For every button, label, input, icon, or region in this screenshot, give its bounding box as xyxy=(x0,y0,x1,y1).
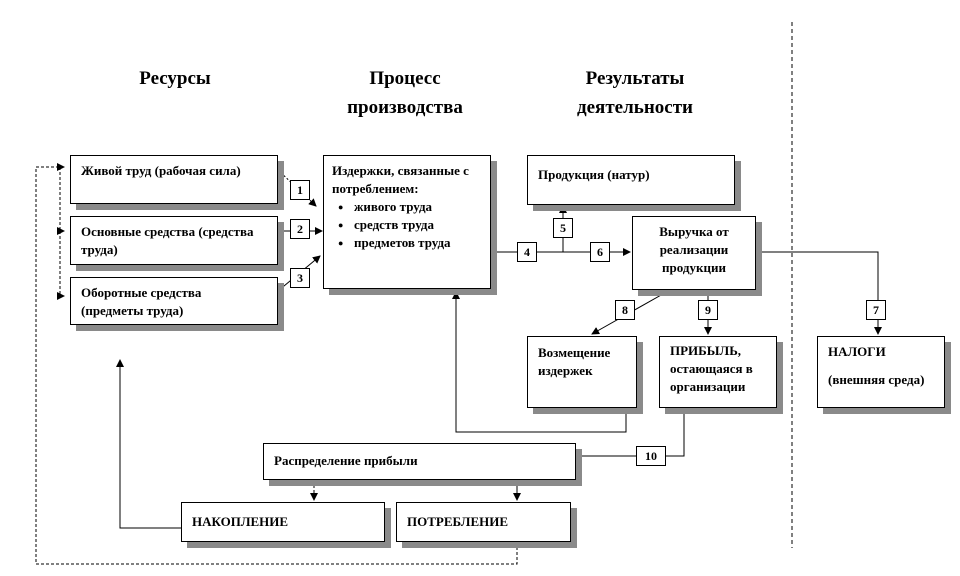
profit-label: ПРИБЫЛЬ, остающаяся в организации xyxy=(670,343,753,394)
box-labor: Живой труд (рабочая сила) xyxy=(70,155,278,204)
process-items: живого труда средств труда предметов тру… xyxy=(332,198,482,252)
box-profit: ПРИБЫЛЬ, остающаяся в организации xyxy=(659,336,777,408)
box-process-costs: Издержки, связанные с потреблением: живо… xyxy=(323,155,491,289)
arrow-1 xyxy=(277,169,317,207)
header-resources: Ресурсы xyxy=(139,68,211,89)
box-working-capital: Оборотные средства (предметы труда) xyxy=(70,277,278,325)
accumulation-label: НАКОПЛЕНИЕ xyxy=(192,514,289,529)
loop-cost-recovery xyxy=(452,291,627,433)
header-process: Процесс производства xyxy=(347,68,463,118)
distribution-label: Распределение прибыли xyxy=(274,453,418,468)
arrow-10 xyxy=(576,408,685,457)
badge-4: 4 xyxy=(517,242,537,262)
process-title: Издержки, связанные с потреблением: xyxy=(332,163,469,196)
header-results: Результаты деятельности xyxy=(577,68,693,118)
box-accumulation: НАКОПЛЕНИЕ xyxy=(181,502,385,542)
box-fixed-assets: Основные средства (средства труда) xyxy=(70,216,278,265)
taxes-label: НАЛОГИ xyxy=(828,344,886,359)
labor-label: Живой труд (рабочая сила) xyxy=(81,163,241,178)
box-revenue: Выручка от реализации продукции xyxy=(632,216,756,290)
branch-fixed-assets xyxy=(57,167,65,235)
box-profit-distribution: Распределение прибыли xyxy=(263,443,576,480)
badge-1: 1 xyxy=(290,180,310,200)
arrow-7 xyxy=(755,251,882,335)
revenue-label: Выручка от реализации продукции xyxy=(659,224,729,275)
process-item: предметов труда xyxy=(332,234,482,252)
consumption-label: ПОТРЕБЛЕНИЕ xyxy=(407,514,509,529)
taxes-note: (внешняя среда) xyxy=(828,372,925,387)
badge-8: 8 xyxy=(615,300,635,320)
box-taxes: НАЛОГИ (внешняя среда) xyxy=(817,336,945,408)
badge-10: 10 xyxy=(636,446,666,466)
process-item: живого труда xyxy=(332,198,482,216)
badge-5: 5 xyxy=(553,218,573,238)
product-label: Продукция (натур) xyxy=(538,167,650,182)
badge-3: 3 xyxy=(290,268,310,288)
branch-working-capital xyxy=(57,231,65,300)
box-product: Продукция (натур) xyxy=(527,155,735,205)
box-consumption: ПОТРЕБЛЕНИЕ xyxy=(396,502,571,542)
cost-recovery-label: Возмещение издержек xyxy=(538,345,611,378)
badge-9: 9 xyxy=(698,300,718,320)
working-capital-label: Оборотные средства (предметы труда) xyxy=(81,285,202,318)
badge-6: 6 xyxy=(590,242,610,262)
fixed-assets-label: Основные средства (средства труда) xyxy=(81,224,254,257)
loop-accumulation xyxy=(116,359,182,529)
box-cost-recovery: Возмещение издержек xyxy=(527,336,637,408)
process-item: средств труда xyxy=(332,216,482,234)
badge-2: 2 xyxy=(290,219,310,239)
loop-consumption xyxy=(35,163,518,565)
badge-7: 7 xyxy=(866,300,886,320)
